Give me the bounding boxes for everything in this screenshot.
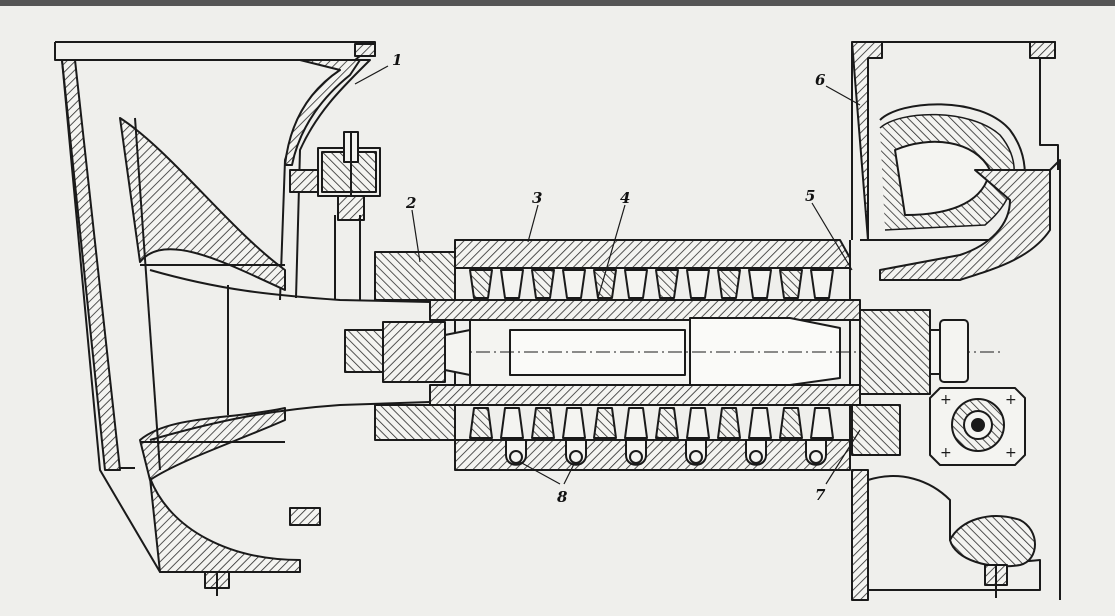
scan-edge [0,0,1115,6]
lower-blade [686,407,710,439]
upper-blade [779,269,803,299]
svg-text:+: + [940,445,952,461]
svg-text:+: + [1005,445,1017,461]
bolt [805,439,827,466]
upper-blade [655,269,679,299]
bolt [505,439,527,466]
part-labels: 1 2 3 4 5 6 7 8 [392,51,826,506]
upper-blade [810,269,834,299]
lower-blade [624,407,648,439]
inlet-housing [54,41,431,596]
label-5: 5 [805,187,815,205]
bearing-flange: + + + + [929,387,1026,466]
label-7: 7 [815,486,826,504]
upper-blade [686,269,710,299]
lower-blade [810,407,834,439]
bolt [745,439,767,466]
rotor-shaft [344,299,1000,406]
bolt [565,439,587,466]
probe-valve [289,131,381,300]
label-2: 2 [405,194,416,212]
leader-lines [354,65,861,485]
lower-blade [500,407,524,439]
svg-text:+: + [1005,392,1017,408]
lower-blade [562,407,586,439]
lower-blade [593,407,617,439]
lower-blade [748,407,772,439]
label-1: 1 [392,51,402,69]
bolt [685,439,707,466]
discharge-housing: + + + + [851,41,1061,601]
label-8: 8 [557,488,568,506]
upper-blade [562,269,586,299]
upper-blade [469,269,493,299]
label-3: 3 [532,189,542,207]
casing-bolts [505,439,827,466]
upper-blade [748,269,772,299]
bolt [625,439,647,466]
lower-blade [655,407,679,439]
upper-blade [717,269,741,299]
label-6: 6 [815,71,826,89]
upper-blade [531,269,555,299]
upper-blade [500,269,524,299]
lower-blade [531,407,555,439]
lower-blade [717,407,741,439]
label-4: 4 [620,189,630,207]
stator-casing [374,239,851,471]
upper-blade [624,269,648,299]
lower-blade [469,407,493,439]
lower-blade [779,407,803,439]
svg-text:+: + [940,392,952,408]
